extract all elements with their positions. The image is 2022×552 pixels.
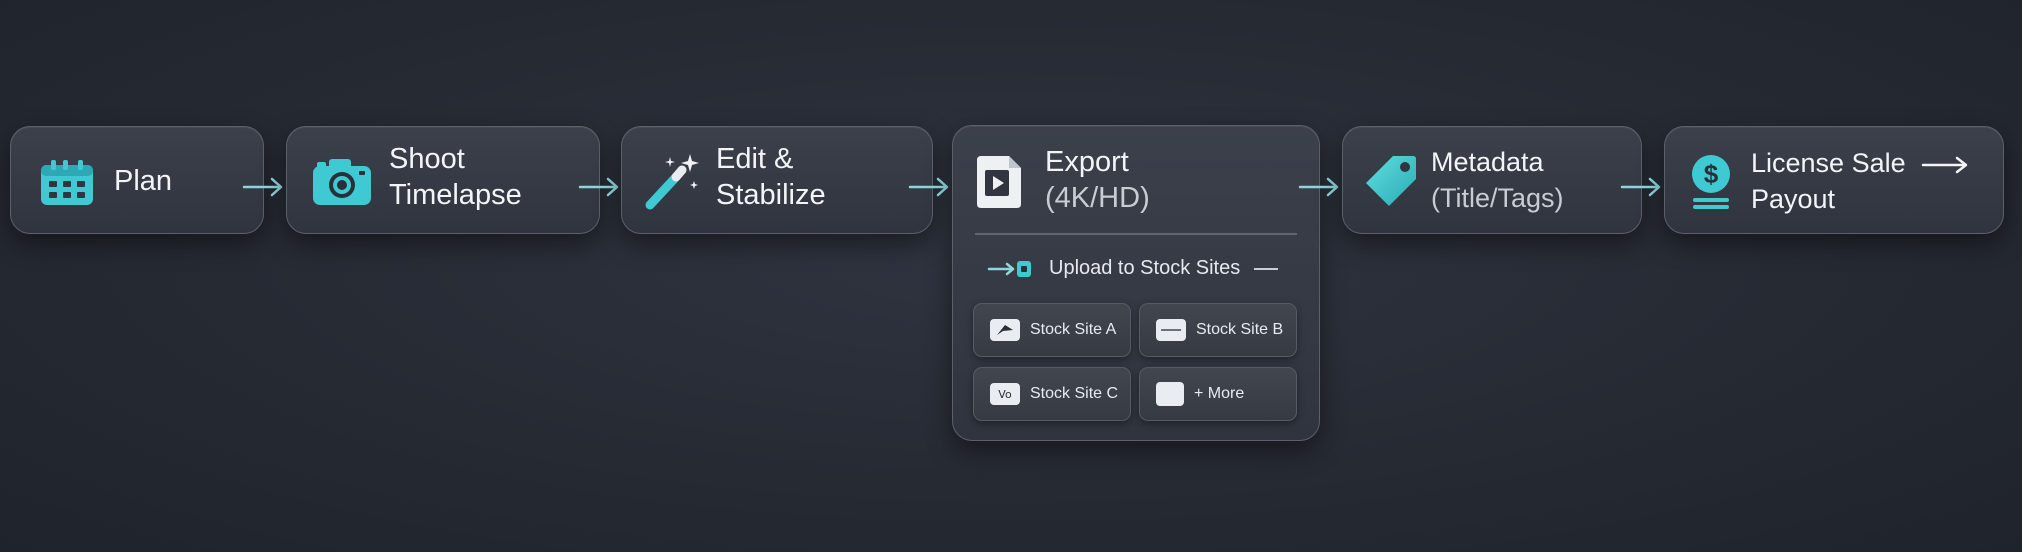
more-sites-button[interactable]: + More bbox=[1139, 367, 1297, 421]
svg-text:$: $ bbox=[1704, 159, 1719, 189]
step-export-card: Export (4K/HD) Upload to Stock Sites Sto… bbox=[952, 125, 1320, 441]
stock-site-a-button[interactable]: Stock Site A bbox=[973, 303, 1131, 357]
more-sites-icon bbox=[1156, 382, 1184, 406]
arrow-right-icon bbox=[908, 177, 949, 197]
site-b-logo-icon bbox=[1156, 319, 1186, 341]
stock-site-b-label: Stock Site B bbox=[1196, 321, 1284, 338]
stock-site-b-button[interactable]: Stock Site B bbox=[1139, 303, 1297, 357]
step-plan-card: Plan bbox=[10, 126, 264, 234]
step-plan-label: Plan bbox=[114, 165, 173, 197]
site-a-logo-icon bbox=[990, 319, 1020, 341]
stock-site-c-button[interactable]: Vo Stock Site C bbox=[973, 367, 1131, 421]
arrow-right-icon bbox=[1298, 177, 1339, 197]
step-payout-card: $ License Sale Payout bbox=[1664, 126, 2004, 234]
more-sites-label: + More bbox=[1194, 385, 1245, 402]
calendar-icon bbox=[41, 160, 93, 205]
magic-wand-icon bbox=[645, 154, 699, 210]
upload-trailing-line bbox=[1254, 267, 1279, 270]
dollar-coin-icon: $ bbox=[1692, 155, 1730, 209]
site-c-logo-icon: Vo bbox=[990, 383, 1020, 405]
step-shoot-card: Shoot Timelapse bbox=[286, 126, 600, 234]
stock-site-c-label: Stock Site C bbox=[1030, 385, 1119, 402]
upload-plug-icon bbox=[987, 260, 1031, 277]
upload-to-stock-row: Upload to Stock Sites bbox=[987, 257, 1279, 280]
upload-label: Upload to Stock Sites bbox=[1049, 257, 1241, 279]
arrow-right-icon bbox=[1620, 177, 1661, 197]
step-payout-line1: License Sale bbox=[1751, 145, 1969, 181]
step-edit-line1: Edit & bbox=[716, 143, 794, 175]
payout-arrow-icon bbox=[1921, 156, 1968, 174]
step-export-line1: Export bbox=[1045, 146, 1129, 178]
arrow-right-icon bbox=[242, 177, 283, 197]
step-shoot-line2: Timelapse bbox=[389, 179, 522, 211]
step-metadata-line2: (Title/Tags) bbox=[1431, 183, 1564, 213]
step-export-line2: (4K/HD) bbox=[1045, 182, 1150, 214]
stock-site-a-label: Stock Site A bbox=[1030, 321, 1117, 338]
step-edit-card: Edit & Stabilize bbox=[621, 126, 933, 234]
tag-icon bbox=[1366, 156, 1416, 206]
step-shoot-line1: Shoot bbox=[389, 143, 465, 175]
step-metadata-line1: Metadata bbox=[1431, 147, 1544, 177]
camera-icon bbox=[313, 159, 371, 205]
export-divider bbox=[975, 233, 1297, 235]
step-edit-line2: Stabilize bbox=[716, 179, 826, 211]
step-metadata-card: Metadata (Title/Tags) bbox=[1342, 126, 1642, 234]
arrow-right-icon bbox=[578, 177, 619, 197]
step-payout-line2: Payout bbox=[1751, 184, 1836, 214]
video-file-icon bbox=[977, 156, 1021, 208]
